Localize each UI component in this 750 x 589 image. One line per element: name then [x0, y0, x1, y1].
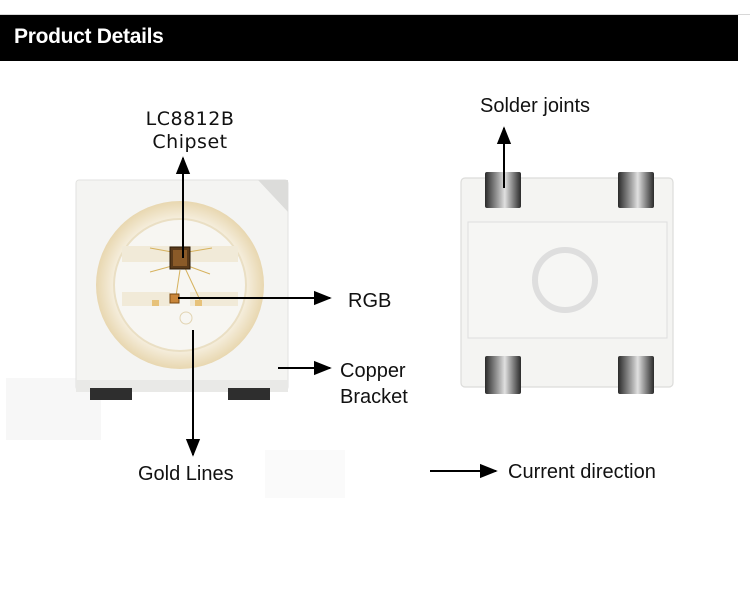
copper-lead-left	[122, 292, 170, 306]
gold-wires	[149, 247, 213, 301]
solder-pad-bottom-left	[485, 356, 521, 394]
solder-joints-label: Solder joints	[480, 95, 591, 117]
arrows	[175, 126, 512, 479]
ic-chip-core	[173, 250, 187, 266]
die-small-left	[152, 300, 159, 306]
copper-label-line1: Copper	[340, 360, 406, 382]
led-pad-right	[228, 388, 270, 400]
die-small-right	[195, 300, 202, 306]
copper-bracket-label: Copper Bracket	[340, 358, 408, 410]
chipset-label: LC8812B Chipset	[139, 108, 241, 154]
ghost-block	[265, 450, 345, 498]
solder-pad-top-right	[618, 172, 654, 208]
led-front-view	[75, 179, 289, 400]
led-back-view	[460, 172, 674, 394]
gold-lines-label: Gold Lines	[138, 463, 234, 485]
rgb-die	[169, 293, 180, 304]
led-pad-left	[90, 388, 132, 400]
section-title: Product Details	[14, 25, 164, 48]
led-back-panel	[467, 221, 668, 339]
solder-pad-top-left	[485, 172, 521, 208]
die-outline	[179, 311, 193, 325]
led-corner-notch	[258, 180, 288, 212]
gold-ring-inner	[113, 218, 247, 352]
rgb-label: RGB	[348, 290, 392, 312]
chipset-label-line1: LC8812B	[145, 108, 235, 130]
copper-label-line2: Bracket	[340, 386, 408, 408]
led-back-circle	[532, 247, 598, 313]
current-direction-label: Current direction	[508, 461, 656, 483]
chipset-label-line2: Chipset	[152, 130, 228, 153]
top-rule	[0, 0, 750, 15]
solder-pad-bottom-right	[618, 356, 654, 394]
section-header-bar	[0, 15, 738, 61]
